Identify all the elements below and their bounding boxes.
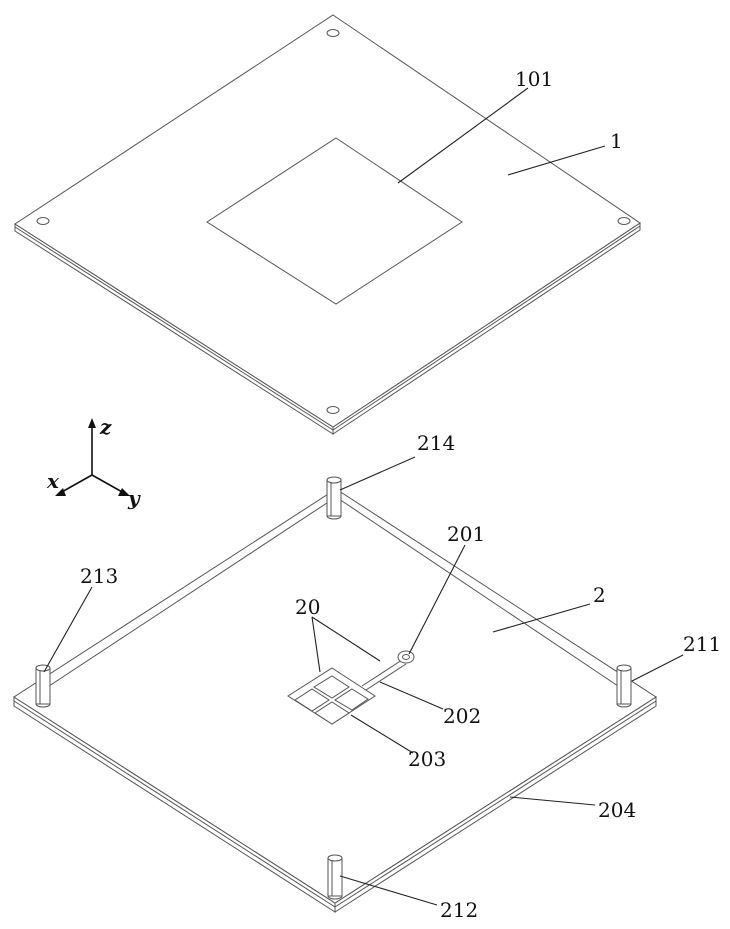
leader-212 — [339, 875, 438, 906]
feed-port-201-inner — [402, 654, 410, 660]
label-204: 204 — [598, 798, 636, 822]
groove-line — [335, 496, 625, 691]
leader-211 — [631, 654, 684, 682]
reference-labels: 101 1 214 201 213 20 2 211 202 203 204 2… — [80, 67, 721, 922]
pillar-212 — [327, 854, 343, 900]
leader-201 — [408, 544, 466, 655]
leader-203 — [350, 714, 414, 754]
top-plate — [14, 14, 641, 435]
leader-2 — [492, 603, 591, 633]
mounting-hole — [326, 406, 340, 414]
bottom-plate-edge-line — [334, 700, 657, 908]
top-plate-edge-line — [332, 225, 641, 431]
leader-20b — [311, 616, 321, 673]
label-212: 212 — [440, 898, 478, 922]
leader-202 — [379, 681, 444, 710]
x-axis-label: x — [46, 469, 60, 493]
patch-antenna — [287, 650, 415, 725]
axis-triad: z x y — [46, 415, 141, 510]
label-2: 2 — [593, 583, 606, 607]
y-axis-label: y — [127, 486, 141, 510]
x-axis-arrow — [59, 474, 93, 494]
patch-cell — [313, 675, 350, 699]
label-201: 201 — [447, 522, 485, 546]
top-plate-edge-line — [14, 226, 334, 431]
mounting-hole — [326, 29, 340, 37]
z-arrowhead — [88, 418, 96, 428]
patch-cell — [314, 701, 350, 725]
feed-line-202 — [361, 659, 403, 687]
label-203: 203 — [408, 747, 446, 771]
label-101: 101 — [515, 67, 553, 91]
pillar-214 — [326, 476, 342, 520]
patch-cell — [334, 688, 369, 711]
y-axis-arrow — [91, 474, 125, 494]
y-arrowhead — [118, 488, 130, 496]
window-101 — [206, 137, 463, 305]
label-20: 20 — [295, 595, 320, 619]
pillar-213 — [35, 664, 51, 708]
label-214: 214 — [417, 431, 455, 455]
leader-1 — [507, 145, 606, 176]
label-202: 202 — [443, 704, 481, 728]
leader-20a — [311, 616, 381, 662]
leader-213 — [43, 586, 93, 673]
mounting-hole — [36, 217, 50, 225]
feed-line-202 — [365, 663, 407, 691]
z-axis-label: z — [99, 415, 112, 439]
label-211: 211 — [683, 632, 721, 656]
patch-cell — [294, 688, 330, 712]
leader-204 — [509, 796, 596, 806]
groove-line — [42, 496, 337, 691]
leader-lines — [43, 87, 684, 906]
leader-101 — [397, 87, 529, 184]
bottom-plate-edge-line — [13, 700, 336, 908]
mounting-hole — [617, 217, 631, 225]
leader-214 — [339, 456, 416, 491]
label-213: 213 — [80, 564, 118, 588]
label-1: 1 — [610, 129, 623, 153]
x-arrowhead — [55, 488, 66, 496]
pillar-211 — [616, 664, 632, 708]
